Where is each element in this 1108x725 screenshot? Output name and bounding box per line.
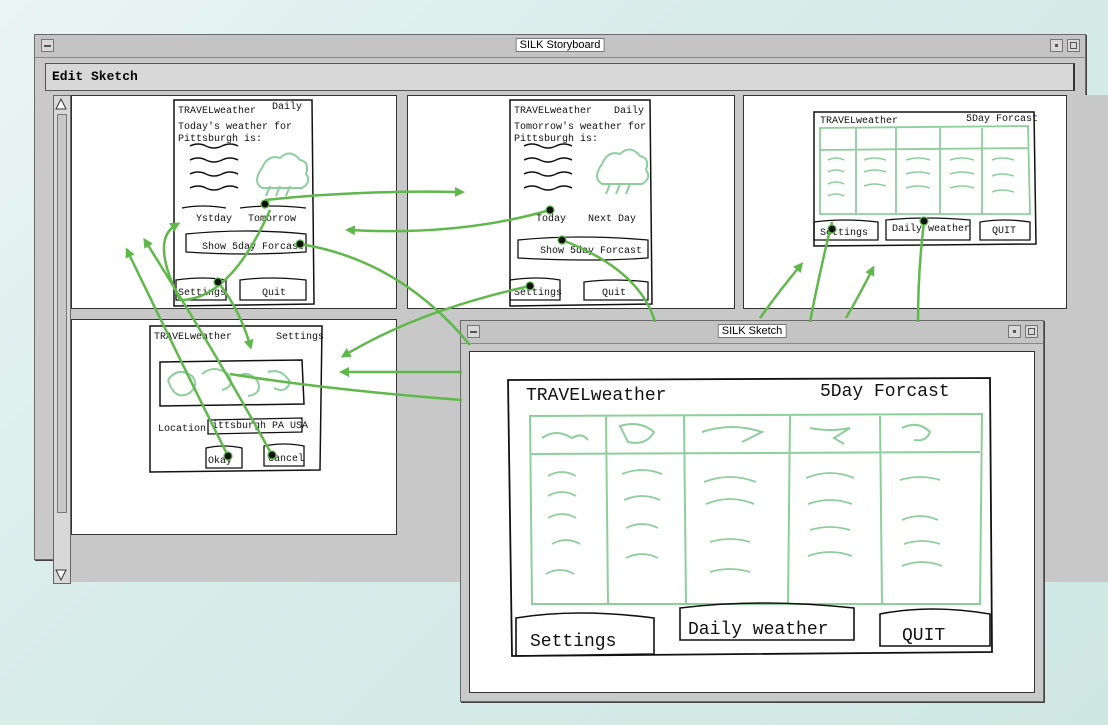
storyboard-title: SILK Storyboard (515, 38, 605, 52)
sketch-titlebar[interactable]: SILK Sketch (461, 321, 1043, 344)
link-dot (295, 239, 305, 249)
card-heading: Today's weather for Pittsburgh is: (178, 122, 293, 145)
card-app-title: TRAVELweather (820, 116, 899, 127)
sketch-drawing (507, 377, 993, 657)
sketch-settings-button[interactable]: Settings (530, 632, 617, 652)
window-menu-button[interactable] (41, 39, 54, 52)
link-dot (267, 450, 277, 460)
yesterday-button[interactable]: Ystday (196, 214, 233, 225)
quit-button[interactable]: QUIT (992, 226, 1017, 237)
location-field[interactable]: ittsburgh PA USA (212, 421, 309, 432)
card-frame (173, 99, 315, 307)
quit-button[interactable]: Quit (262, 288, 287, 299)
card-mode-label: Daily (272, 102, 303, 113)
tomorrow-button[interactable]: Tomorrow (248, 214, 297, 225)
settings-button[interactable]: Settings (820, 228, 869, 239)
vertical-scrollbar[interactable] (53, 95, 71, 584)
maximize-button[interactable] (1067, 39, 1080, 52)
sketch-quit-button[interactable]: QUIT (902, 626, 946, 646)
sketch-mode-label: 5Day Forcast (820, 382, 950, 402)
menu-bar: Edit Sketch (45, 63, 1075, 91)
arrow-forecast-daily (916, 221, 926, 323)
menu-edit-sketch[interactable]: Edit Sketch (52, 69, 138, 84)
next-day-button[interactable]: Next Day (588, 214, 637, 225)
storyboard-titlebar[interactable]: SILK Storyboard (35, 35, 1085, 58)
today-button[interactable]: Today (536, 214, 567, 225)
sketch-card-daily[interactable]: TRAVELweather Daily Today's weather for … (71, 95, 397, 309)
link-dot (557, 235, 567, 245)
arrow-sketch-up-2 (844, 265, 875, 319)
sketch-window: SILK Sketch TRAVELweather 5Day Forcast S… (460, 320, 1044, 702)
arrow-sketch-settings-out2 (229, 372, 463, 402)
link-dot (223, 451, 233, 461)
show-forecast-button[interactable]: Show 5day Forcast (202, 242, 305, 253)
link-dot (827, 224, 837, 234)
okay-button[interactable]: Okay (208, 456, 233, 467)
quit-button[interactable]: Quit (602, 288, 627, 299)
location-label: Location (158, 424, 207, 435)
link-dot (919, 216, 929, 226)
arrow-settings-to-settings-card (217, 281, 254, 350)
sketch-app-title: TRAVELweather (526, 386, 667, 406)
sketch-card-tomorrow[interactable]: TRAVELweather Daily Tomorrow's weather f… (407, 95, 735, 309)
sketch-daily-weather-button[interactable]: Daily weather (688, 620, 829, 640)
card-mode-label: Settings (276, 332, 325, 343)
scroll-up-arrow-icon[interactable] (55, 98, 67, 110)
card-mode-label: Daily (614, 106, 645, 117)
card-frame (149, 325, 323, 473)
maximize-button[interactable] (1025, 325, 1038, 338)
cancel-button[interactable]: Cancel (268, 454, 305, 465)
settings-button[interactable]: Settings (514, 288, 563, 299)
arrow-okay-back (125, 247, 230, 457)
sketch-canvas[interactable]: TRAVELweather 5Day Forcast Settings Dail… (469, 351, 1035, 693)
arrow-today-to-prev (345, 208, 551, 236)
link-dot (545, 205, 555, 215)
card-mode-label: 5Day Forcast (966, 114, 1039, 125)
link-dot (213, 277, 223, 287)
scroll-thumb[interactable] (57, 114, 67, 513)
card-heading: Tomorrow's weather for Pittsburgh is: (514, 122, 647, 145)
card-frame (813, 111, 1037, 247)
arrow-tomorrow-to-next (264, 186, 465, 202)
window-menu-button[interactable] (467, 325, 480, 338)
settings-button[interactable]: Settings (178, 288, 227, 299)
card-app-title: TRAVELweather (178, 106, 257, 117)
sketch-title: SILK Sketch (717, 324, 787, 338)
arrow-tomorrow-loop (162, 209, 272, 302)
link-dot (525, 281, 535, 291)
arrow-forecast-settings (808, 221, 834, 323)
arrow-sketch-up-1 (758, 262, 804, 319)
daily-weather-button[interactable]: Daily weather (892, 224, 971, 235)
card-app-title: TRAVELweather (514, 106, 593, 117)
sketch-card-forecast[interactable]: TRAVELweather 5Day Forcast Settings Dail… (743, 95, 1067, 309)
link-dot (260, 199, 270, 209)
arrow-cancel-back (143, 237, 274, 456)
show-forecast-button[interactable]: Show 5day Forcast (540, 246, 643, 257)
arrow-forecast-to-sketch (299, 242, 471, 346)
arrow-settings2-to-settings-card (340, 284, 531, 358)
minimize-button[interactable] (1008, 325, 1021, 338)
arrow-forecast2-to-sketch (561, 238, 657, 323)
card-app-title: TRAVELweather (154, 332, 233, 343)
scroll-down-arrow-icon[interactable] (55, 569, 67, 581)
minimize-button[interactable] (1050, 39, 1063, 52)
